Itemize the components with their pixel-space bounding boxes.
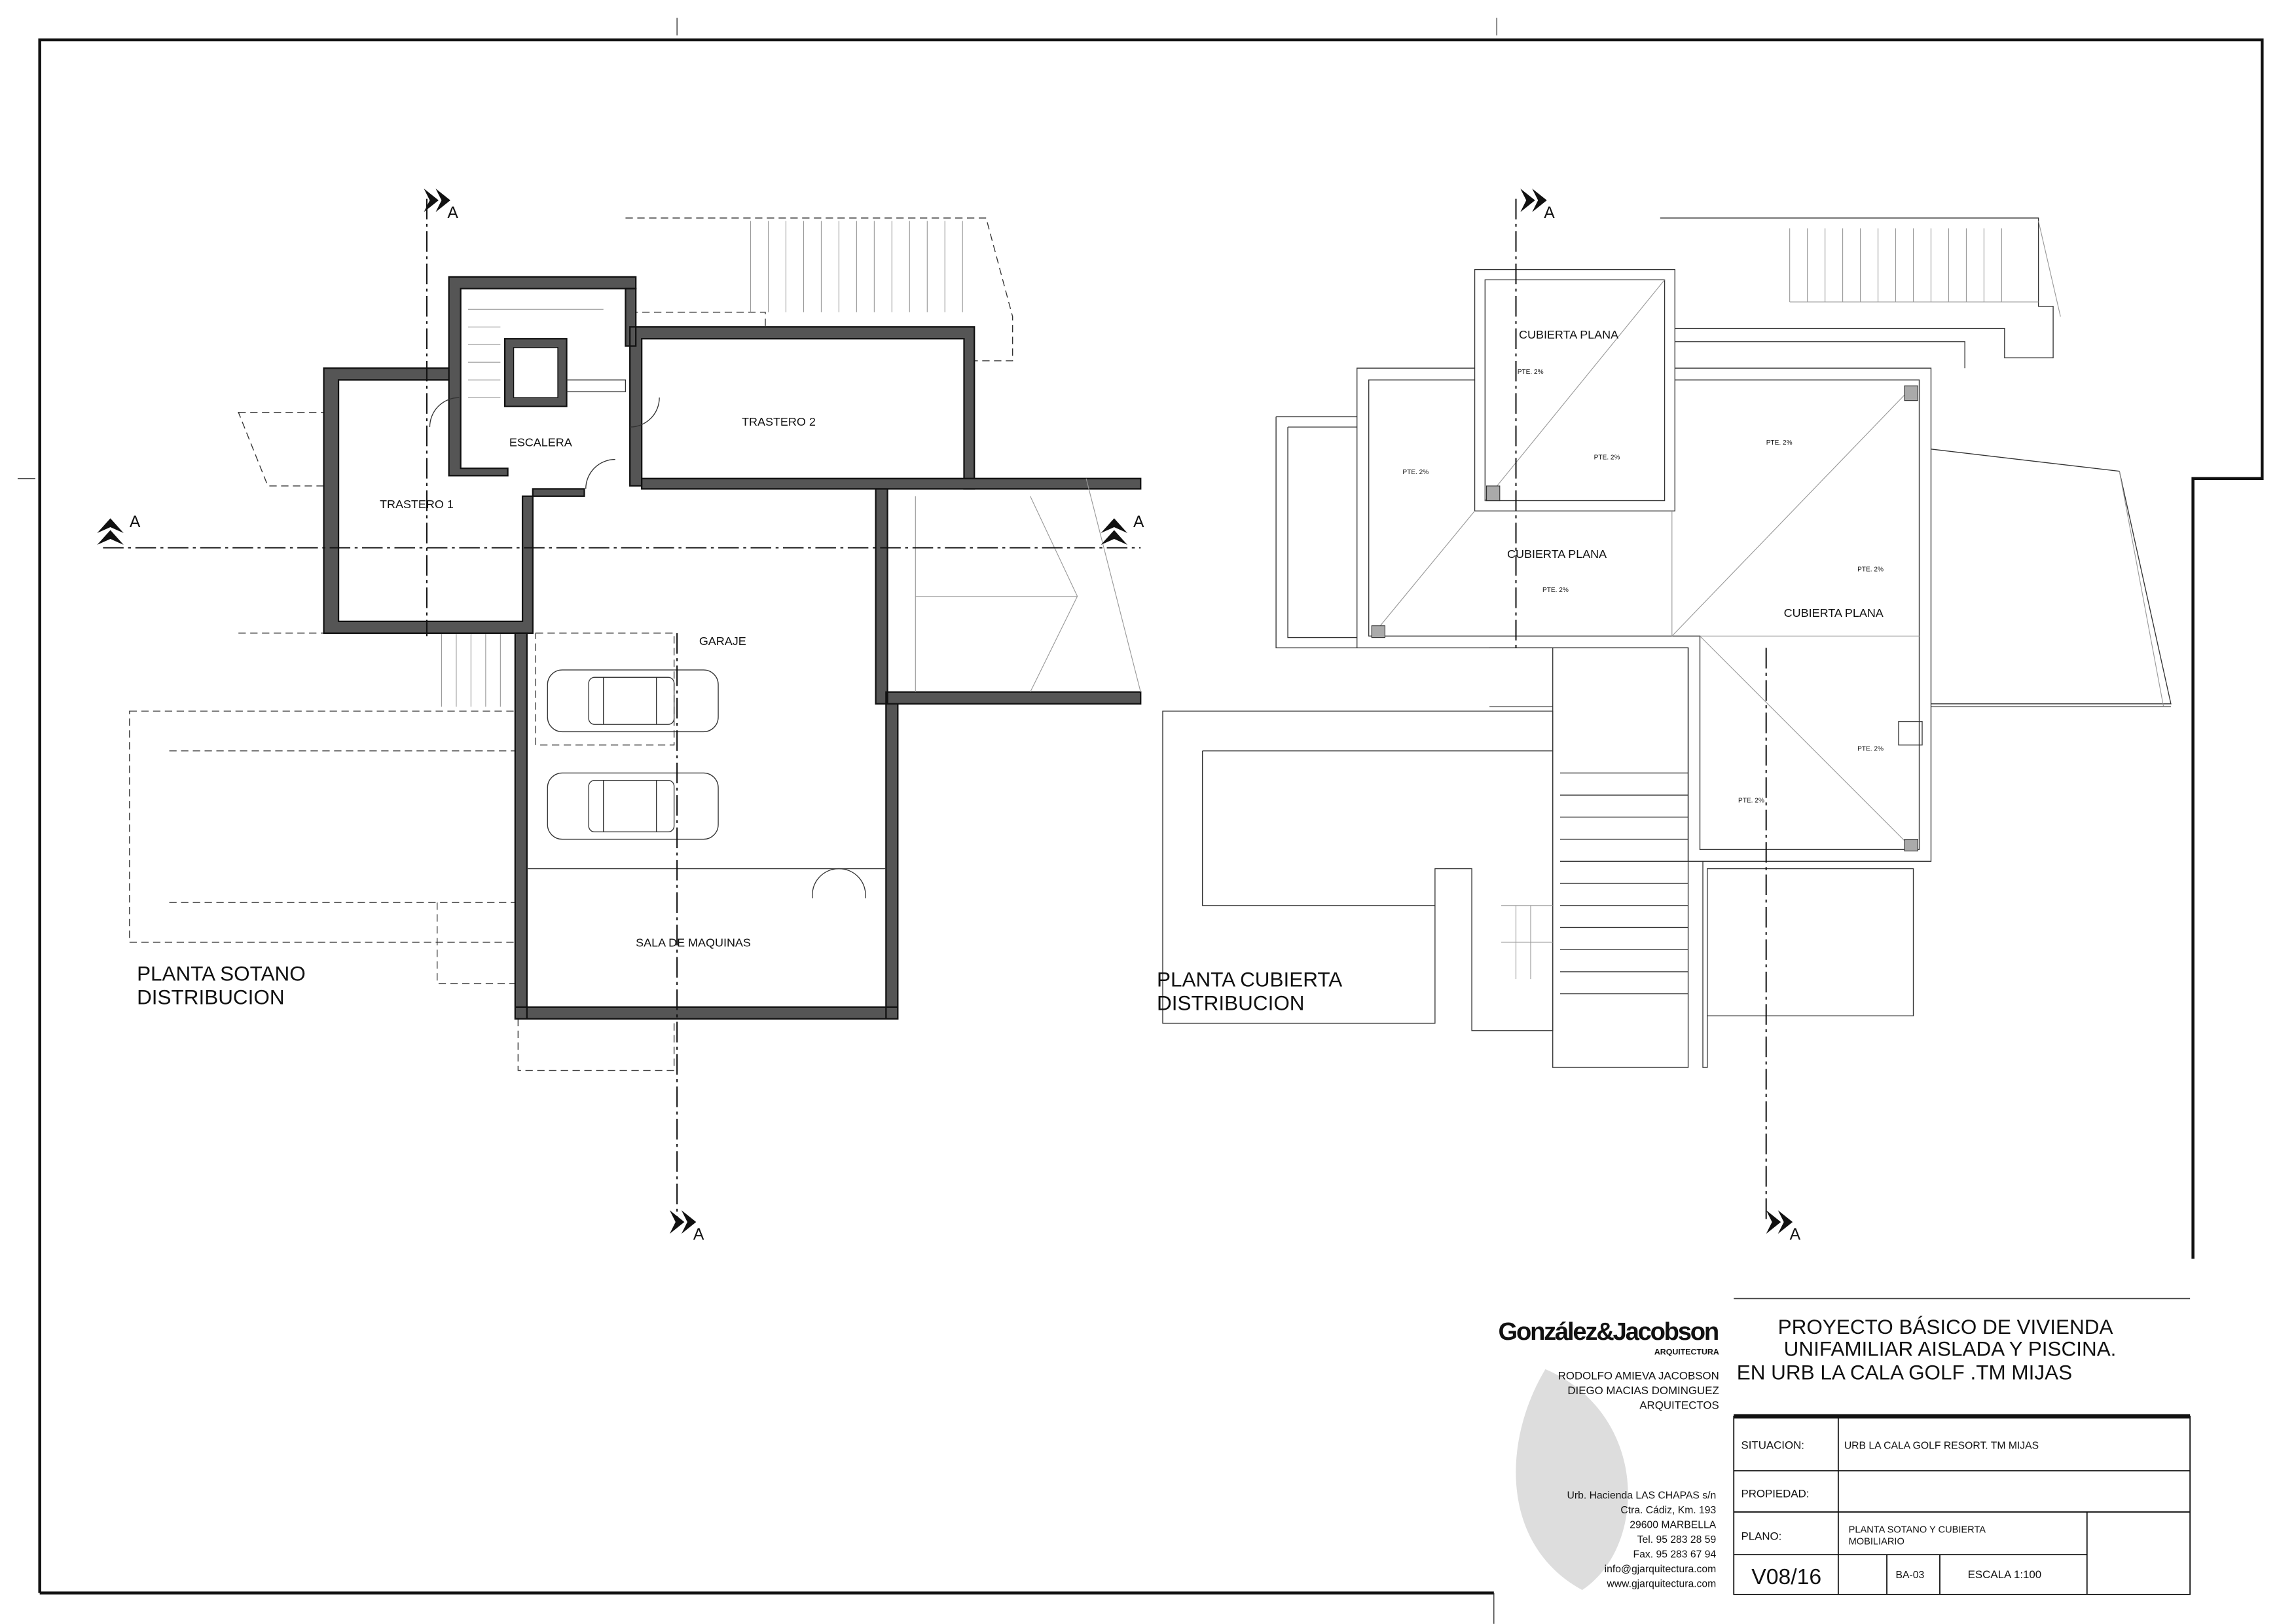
svg-text:info@gjarquitectura.com: info@gjarquitectura.com: [1605, 1564, 1717, 1575]
plan-subtitle: DISTRIBUCION: [137, 986, 285, 1008]
svg-text:A: A: [693, 1226, 704, 1244]
svg-text:RODOLFO AMIEVA JACOBSON: RODOLFO AMIEVA JACOBSON: [1558, 1370, 1719, 1382]
svg-text:PTE. 2%: PTE. 2%: [1857, 566, 1884, 573]
svg-text:PROYECTO BÁSICO DE VIVIENDA: PROYECTO BÁSICO DE VIVIENDA: [1778, 1316, 2113, 1338]
plan-title: PLANTA CUBIERTA: [1157, 968, 1342, 991]
room-label: CUBIERTA PLANA: [1519, 328, 1618, 341]
plan-subtitle: DISTRIBUCION: [1157, 991, 1305, 1014]
svg-text:Fax. 95 283 67 94: Fax. 95 283 67 94: [1633, 1549, 1717, 1560]
svg-text:PTE. 2%: PTE. 2%: [1542, 587, 1569, 594]
situacion-value: URB LA CALA GOLF RESORT. TM MIJAS: [1844, 1440, 2039, 1451]
svg-text:PTE. 2%: PTE. 2%: [1594, 454, 1620, 462]
svg-text:PTE. 2%: PTE. 2%: [1857, 746, 1884, 753]
svg-text:DIEGO MACIAS DOMINGUEZ: DIEGO MACIAS DOMINGUEZ: [1567, 1384, 1719, 1397]
svg-text:UNIFAMILIAR AISLADA Y PISCINA.: UNIFAMILIAR AISLADA Y PISCINA.: [1784, 1338, 2117, 1361]
car: [547, 772, 719, 840]
firm-address: Urb. Hacienda LAS CHAPAS s/n Ctra. Cádiz…: [1567, 1490, 1717, 1590]
propiedad-label: PROPIEDAD:: [1741, 1487, 1809, 1500]
svg-text:A: A: [1133, 513, 1144, 531]
leaf-logo-watermark: [1516, 1369, 1628, 1591]
room-label: TRASTERO 2: [742, 415, 816, 428]
plano-label: PLANO:: [1741, 1530, 1781, 1543]
svg-text:PTE. 2%: PTE. 2%: [1766, 439, 1793, 447]
scale: ESCALA 1:100: [1968, 1568, 2041, 1581]
room-label: SALA DE MAQUINAS: [636, 936, 751, 950]
situacion-label: SITUACION:: [1741, 1439, 1804, 1451]
wall: [514, 488, 1142, 1020]
svg-text:Urb. Hacienda LAS CHAPAS s/n: Urb. Hacienda LAS CHAPAS s/n: [1567, 1490, 1717, 1502]
architects: RODOLFO AMIEVA JACOBSON DIEGO MACIAS DOM…: [1558, 1370, 1719, 1412]
wall: [532, 477, 1142, 497]
svg-text:PTE. 2%: PTE. 2%: [1738, 797, 1764, 804]
room-label: CUBIERTA PLANA: [1507, 547, 1607, 561]
svg-text:A: A: [130, 513, 141, 531]
svg-text:Ctra. Cádiz, Km. 193: Ctra. Cádiz, Km. 193: [1620, 1505, 1716, 1516]
plan-title: PLANTA SOTANO: [137, 962, 306, 985]
svg-text:A: A: [447, 204, 458, 222]
svg-text:29600 MARBELLA: 29600 MARBELLA: [1630, 1520, 1716, 1531]
wall: [625, 287, 975, 490]
sheet-code: BA-03: [1896, 1570, 1925, 1581]
svg-text:A: A: [1790, 1226, 1801, 1244]
svg-text:ARQUITECTOS: ARQUITECTOS: [1639, 1399, 1719, 1412]
svg-text:EN URB LA CALA GOLF .TM MIJAS: EN URB LA CALA GOLF .TM MIJAS: [1737, 1361, 2072, 1384]
svg-text:www.gjarquitectura.com: www.gjarquitectura.com: [1606, 1579, 1716, 1590]
svg-text:PTE. 2%: PTE. 2%: [1402, 469, 1429, 476]
wall: [448, 276, 637, 477]
version: V08/16: [1751, 1564, 1821, 1589]
car: [547, 669, 719, 733]
svg-text:PTE. 2%: PTE. 2%: [1518, 369, 1544, 376]
slope-labels: PTE. 2% PTE. 2% PTE. 2% PTE. 2% PTE. 2% …: [1402, 369, 1884, 804]
roof-plan: CUBIERTA PLANA CUBIERTA PLANA CUBIERTA P…: [1157, 198, 2172, 1223]
svg-text:A: A: [1544, 204, 1555, 222]
room-label: TRASTERO 1: [380, 498, 454, 511]
basement-plan: TRASTERO 1 ESCALERA TRASTERO 2 GARAJE SA…: [103, 198, 1142, 1223]
room-label: GARAJE: [699, 635, 746, 648]
section-markers: A A A A A A: [97, 188, 1801, 1244]
svg-text:ARQUITECTURA: ARQUITECTURA: [1654, 1347, 1719, 1356]
sheet-border: [38, 38, 2264, 1593]
project-title: PROYECTO BÁSICO DE VIVIENDA UNIFAMILIAR …: [1737, 1316, 2117, 1384]
svg-text:Tel. 95 283 28 59: Tel. 95 283 28 59: [1637, 1534, 1717, 1545]
title-block: González&Jacobson ARQUITECTURA RODOLFO A…: [1499, 1297, 2191, 1595]
room-label: ESCALERA: [509, 435, 572, 449]
plano-value: PLANTA SOTANO Y CUBIERTA: [1849, 1524, 1986, 1535]
plano-value: MOBILIARIO: [1849, 1536, 1904, 1547]
firm-logo: González&Jacobson: [1499, 1318, 1718, 1346]
room-label: CUBIERTA PLANA: [1784, 606, 1884, 619]
